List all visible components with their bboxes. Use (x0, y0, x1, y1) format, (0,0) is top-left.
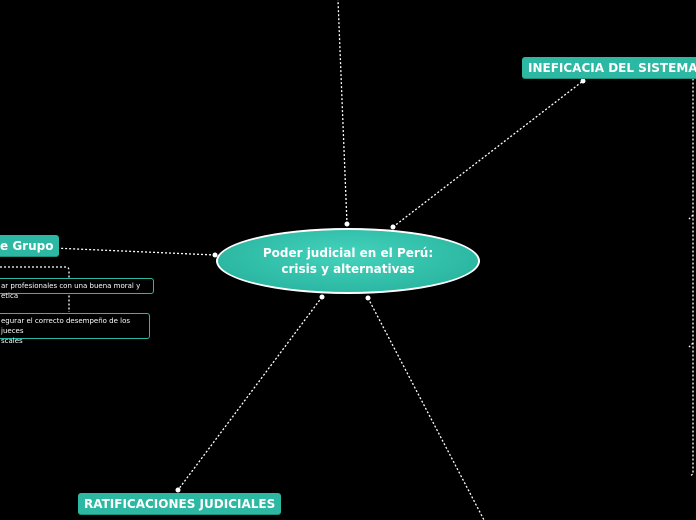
connector-ineficacia (392, 80, 584, 228)
topic-ratificaciones-judiciales[interactable]: RATIFICACIONES JUDICIALES (78, 493, 282, 515)
subtopic-correcto-desempeno[interactable]: egurar el correcto desempeño de los juec… (0, 313, 150, 345)
connector-top (337, 0, 348, 225)
connector-dot (344, 221, 350, 227)
connector-dot (319, 294, 325, 300)
central-topic[interactable]: Poder judicial en el Perú: crisis y alte… (216, 228, 480, 294)
connector-ratificaciones (177, 296, 323, 491)
connector-dot (365, 295, 371, 301)
subtopic-moral-etica[interactable]: ar profesionales con una buena moral y e… (0, 278, 154, 300)
connector-right-tick-2 (688, 342, 694, 348)
connector-bottom-right (367, 297, 485, 520)
topic-ineficacia-del-sistema[interactable]: INEFICACIA DEL SISTEMA (522, 57, 696, 79)
connector-subtopic-bracket (0, 266, 70, 312)
connector-dot (580, 78, 586, 84)
connector-right-tick-1 (688, 214, 694, 220)
connector-right-bracket (681, 68, 694, 477)
central-topic-line-2: crisis y alternativas (281, 262, 415, 276)
connector-dot (175, 487, 181, 493)
subtopic-correcto-desempeno-line-2: scales (1, 337, 23, 345)
central-topic-line-1: Poder judicial en el Perú: (262, 246, 434, 260)
connector-grupo (52, 247, 216, 256)
subtopic-moral-etica-label: ar profesionales con una buena moral y e… (1, 282, 141, 300)
subtopic-correcto-desempeno-line-1: egurar el correcto desempeño de los juec… (1, 317, 131, 335)
connector-dot (390, 224, 396, 230)
topic-grupo[interactable]: e Grupo (0, 235, 60, 257)
